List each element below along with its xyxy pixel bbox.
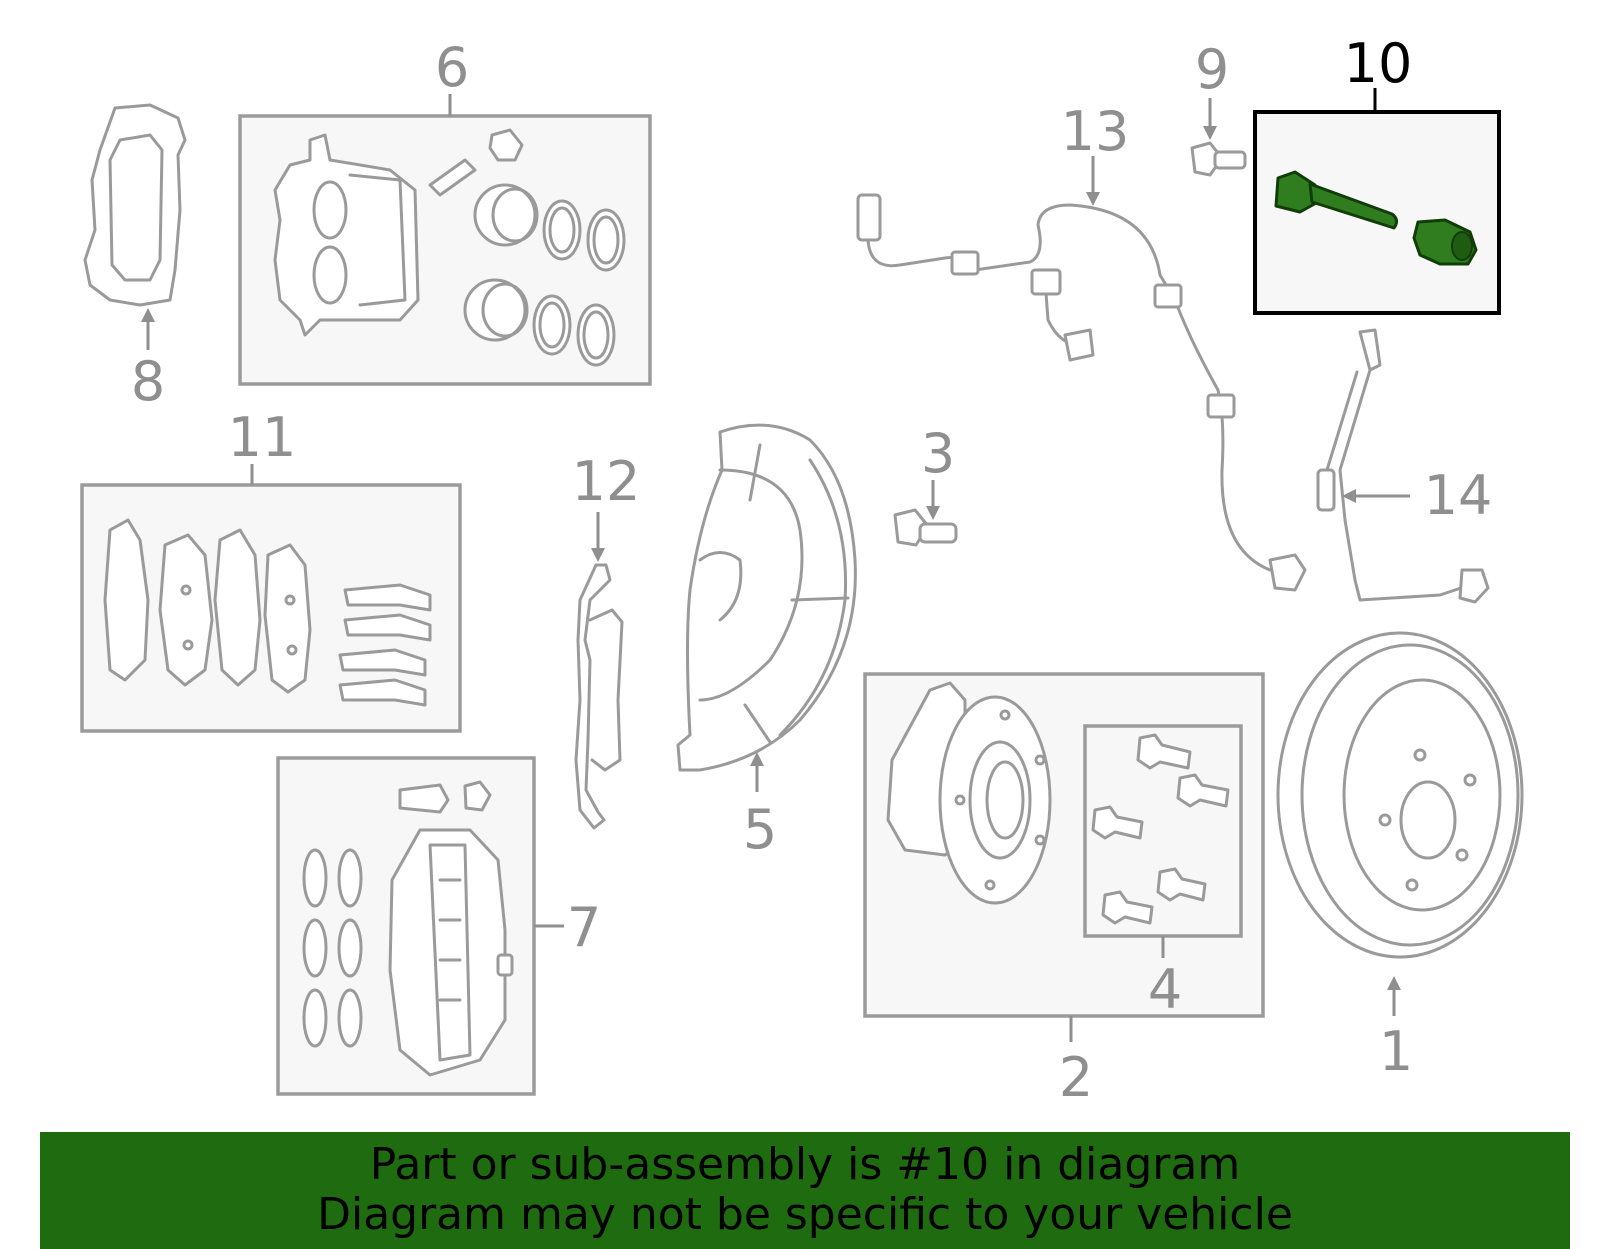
label-12[interactable]: 12	[572, 450, 641, 513]
arrow-3	[926, 506, 940, 520]
part-10-boot[interactable]	[1412, 218, 1478, 266]
label-2[interactable]: 2	[1059, 1046, 1093, 1109]
label-3[interactable]: 3	[921, 422, 955, 485]
label-4[interactable]: 4	[1148, 958, 1182, 1021]
label-13[interactable]: 13	[1061, 100, 1130, 163]
part-14-brake-hose[interactable]	[1316, 328, 1490, 604]
arrow-5	[750, 752, 764, 766]
info-banner: Part or sub-assembly is #10 in diagram D…	[40, 1132, 1570, 1249]
part-4-wheel-studs[interactable]	[1091, 733, 1230, 925]
label-6[interactable]: 6	[435, 36, 469, 99]
part-13-sensor-harness[interactable]	[856, 193, 1307, 592]
part-12-abutment-clip[interactable]	[574, 563, 624, 830]
part-7-caliper-kit[interactable]	[302, 780, 514, 1077]
arrow-9	[1203, 126, 1217, 140]
banner-line-2: Diagram may not be specific to your vehi…	[317, 1189, 1293, 1240]
part-11-brake-pads[interactable]	[103, 518, 432, 707]
label-11[interactable]: 11	[228, 406, 297, 469]
label-10[interactable]: 10	[1344, 32, 1413, 95]
part-6-caliper[interactable]	[273, 128, 626, 367]
arrow-1	[1387, 976, 1401, 990]
part-2-hub-bearing[interactable]	[886, 681, 1052, 905]
arrow-13	[1086, 192, 1100, 206]
part-10-guide-pin[interactable]	[1274, 170, 1399, 230]
arrow-12	[591, 548, 605, 562]
part-8-caliper-bracket[interactable]	[83, 103, 187, 307]
part-9-bolt[interactable]	[1190, 141, 1247, 177]
label-1[interactable]: 1	[1379, 1020, 1413, 1083]
part-3-bolt[interactable]	[893, 508, 958, 547]
label-5[interactable]: 5	[743, 798, 777, 861]
banner-line-1: Part or sub-assembly is #10 in diagram	[369, 1139, 1241, 1190]
label-9[interactable]: 9	[1195, 38, 1229, 101]
label-7[interactable]: 7	[567, 896, 601, 959]
arrow-14	[1342, 489, 1356, 503]
part-1-brake-rotor[interactable]	[1276, 631, 1524, 959]
part-5-splash-shield[interactable]	[676, 423, 857, 772]
arrow-8	[141, 308, 155, 322]
label-8[interactable]: 8	[131, 350, 165, 413]
label-14[interactable]: 14	[1424, 464, 1493, 527]
